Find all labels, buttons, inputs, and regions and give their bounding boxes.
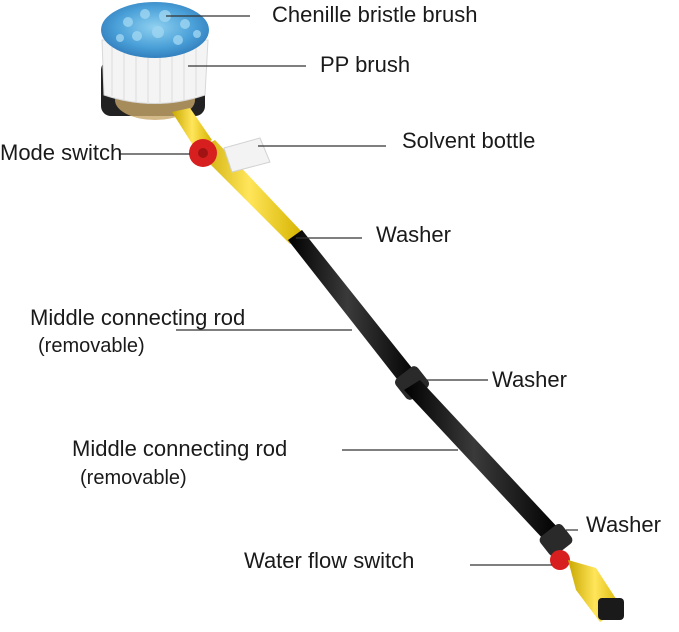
chenille-texture [116, 9, 201, 45]
solvent-bottle [223, 137, 271, 173]
label-pp-brush: PP brush [320, 52, 411, 77]
label-washer-middle: Washer [492, 367, 567, 392]
leader-lines [120, 15, 578, 566]
label-water-flow-switch: Water flow switch [244, 548, 415, 573]
water-flow-switch-knob [550, 550, 570, 570]
label-solvent-bottle: Solvent bottle [402, 128, 536, 153]
brush-head [101, 2, 209, 120]
label-removable-2: (removable) [80, 467, 187, 489]
rod-section-2 [404, 380, 560, 540]
label-middle-connecting-rod-2: Middle connecting rod [72, 436, 288, 461]
rod-section-1 [288, 230, 420, 388]
connector-end [598, 598, 624, 620]
yellow-neck [172, 108, 302, 244]
label-mode-switch: Mode switch [0, 140, 123, 165]
label-removable-1: (removable) [38, 335, 145, 357]
label-middle-connecting-rod-1: Middle connecting rod [30, 305, 246, 330]
label-washer-lower: Washer [586, 512, 661, 537]
label-chenille-bristle-brush: Chenille bristle brush [272, 2, 478, 27]
label-washer-upper: Washer [376, 222, 451, 247]
rod [288, 230, 624, 622]
washer-lower [539, 523, 573, 557]
pp-brush [101, 39, 209, 104]
